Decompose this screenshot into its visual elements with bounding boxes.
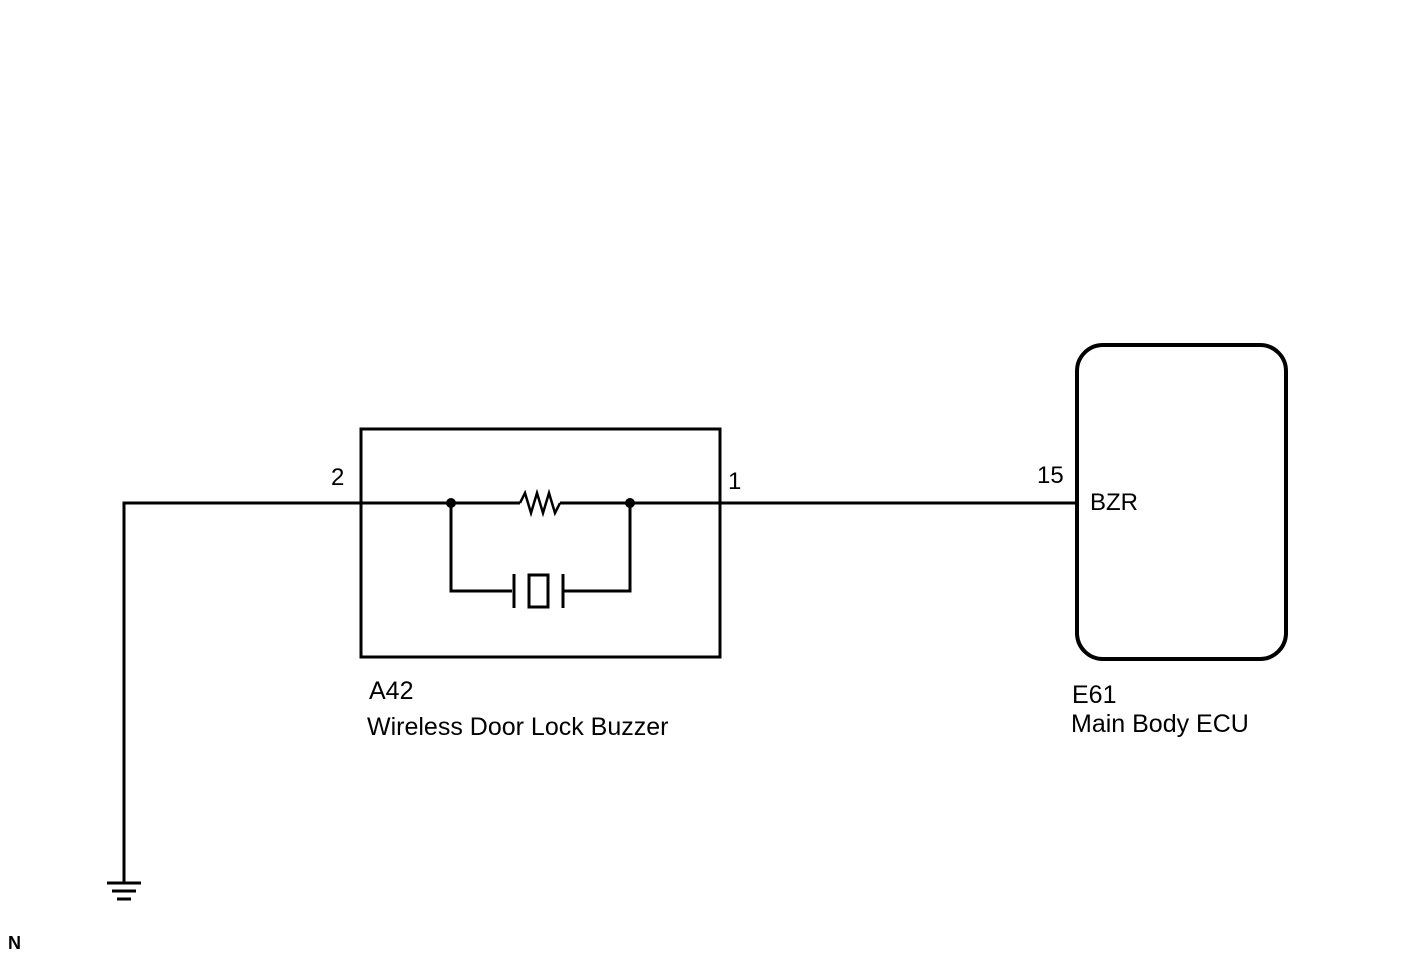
ecu-box (1075, 343, 1288, 661)
buzzer-code: A42 (369, 677, 413, 705)
ecu-name: Main Body ECU (1071, 710, 1249, 738)
buzzer-name: Wireless Door Lock Buzzer (367, 713, 668, 741)
corner-mark: N (8, 933, 21, 953)
buzzer-internal-circuit (361, 488, 720, 609)
buzzer-pin-2-label: 2 (331, 464, 344, 491)
junction-dot-right (625, 498, 635, 508)
ground-symbol (107, 881, 141, 901)
piezo-crystal (527, 573, 550, 609)
buzzer-pin-1-label: 1 (728, 468, 741, 495)
junction-dot-left (446, 498, 456, 508)
ecu-pin-label: 15 (1037, 462, 1064, 489)
resistor-symbol (518, 488, 562, 518)
buzzer-box (359, 427, 722, 659)
ecu-code: E61 (1072, 681, 1116, 709)
ecu-terminal-label: BZR (1090, 489, 1138, 516)
ground-wire (122, 501, 362, 884)
